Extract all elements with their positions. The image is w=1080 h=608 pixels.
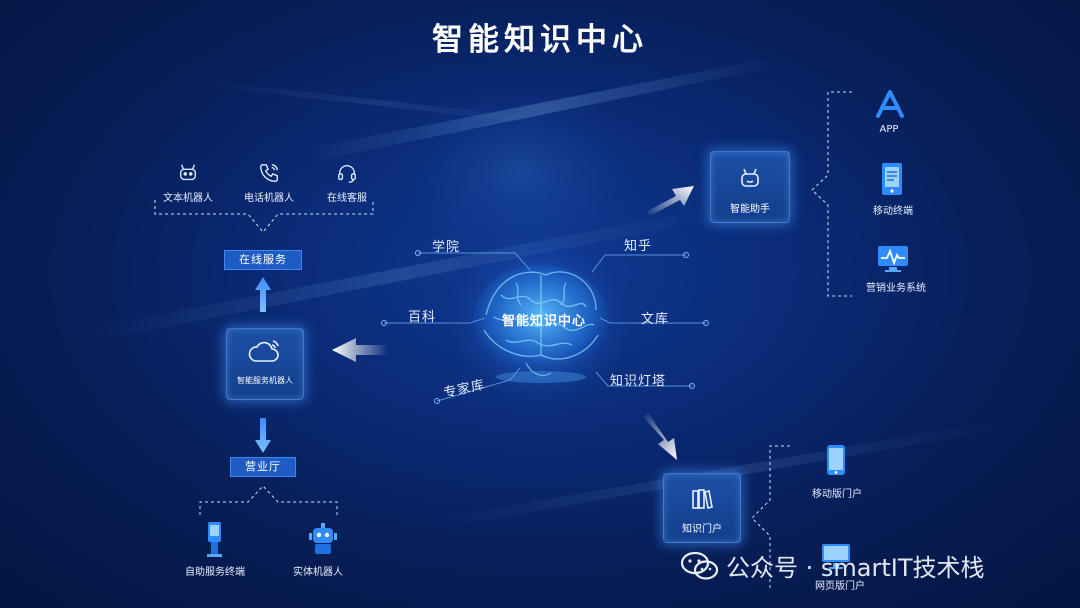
knowledge-portal-label: 知识门户 xyxy=(664,520,740,535)
mobile-portal-icon xyxy=(825,444,847,476)
monitor-chart-icon xyxy=(877,244,909,274)
app-store-icon xyxy=(874,90,906,120)
right-top-item-2: 移动终端 xyxy=(873,202,913,217)
right-top-item-1: APP xyxy=(880,124,899,135)
watermark: 公众号 · smartIT技术栈 xyxy=(680,548,985,583)
knowledge-portal-box[interactable]: 知识门户 xyxy=(663,473,741,543)
mobile-terminal-icon xyxy=(880,162,904,196)
watermark-text: 公众号 · smartIT技术栈 xyxy=(726,548,985,583)
books-icon xyxy=(690,487,714,511)
right-bottom-item-1: 移动版门户 xyxy=(812,485,862,500)
wechat-icon xyxy=(680,550,720,582)
right-top-item-3: 营销业务系统 xyxy=(866,279,926,294)
